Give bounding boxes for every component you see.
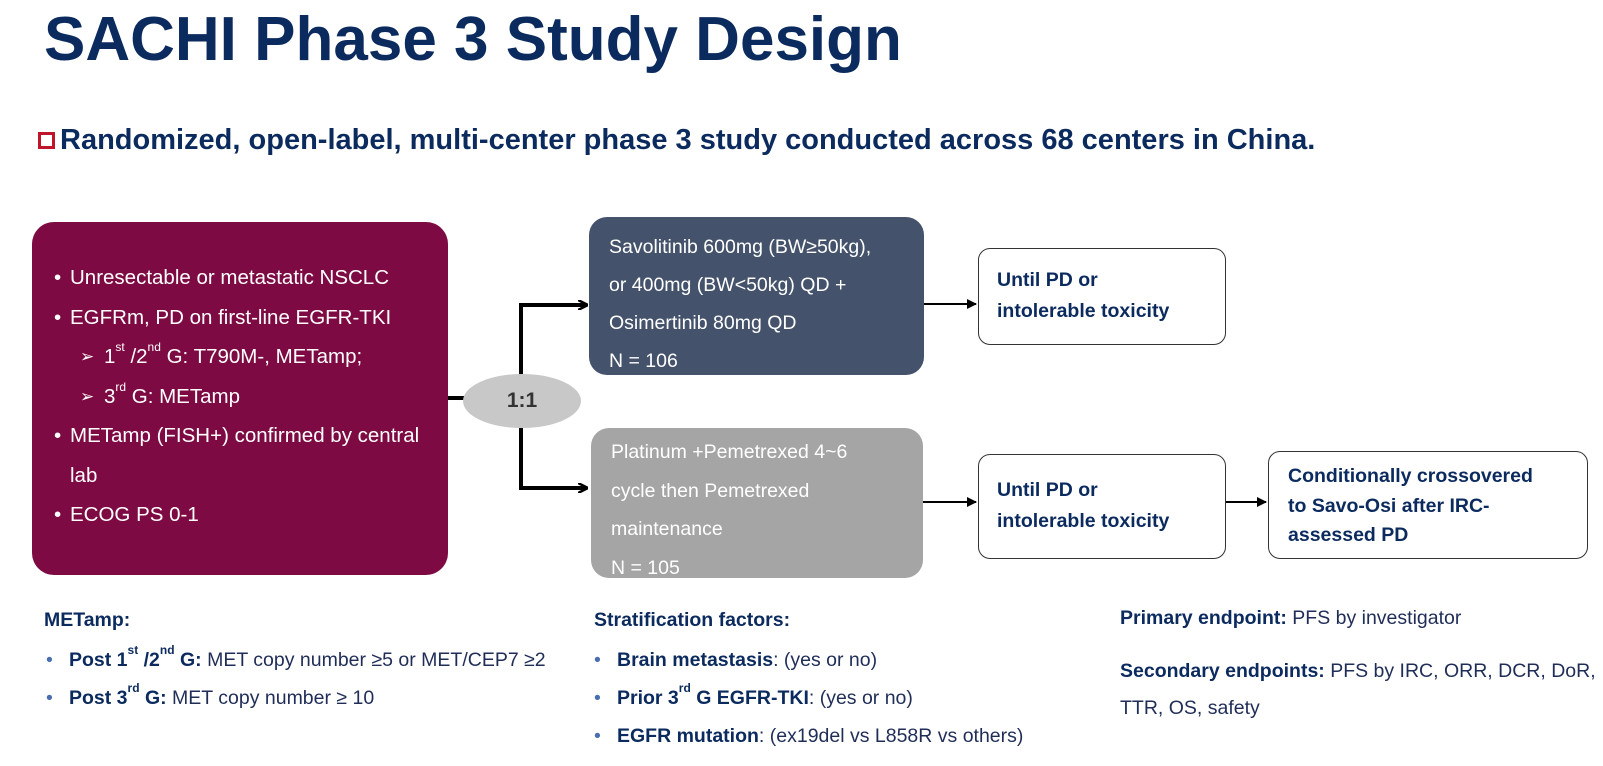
arrow-to-arm1 [519,305,587,375]
list-item: Prior 3rd G EGFR-TKI: (yes or no) [594,679,1114,717]
eligibility-criteria-box: Unresectable or metastatic NSCLC EGFRm, … [32,222,448,575]
endpoints: Primary endpoint: PFS by investigator Se… [1120,600,1600,727]
note-line: to Savo-Osi after IRC- [1288,494,1490,517]
arm2-line: Platinum +Pemetrexed 4~6 [611,441,848,463]
list-item: Post 3rd G: MET copy number ≥ 10 [46,679,546,717]
note-line: Conditionally crossovered [1288,465,1533,487]
arm1-line: Savolitinib 600mg (BW≥50kg), [609,236,872,258]
note-line: assessed PD [1288,524,1409,546]
arm1-n: N = 106 [609,350,678,372]
primary-endpoint: Primary endpoint: PFS by investigator [1120,607,1462,629]
criteria-item: METamp (FISH+) confirmed by central lab [54,416,430,495]
note-line: intolerable toxicity [997,510,1170,532]
note-line: intolerable toxicity [997,300,1170,322]
secondary-endpoints: Secondary endpoints: PFS by IRC, ORR, DC… [1120,660,1596,719]
criteria-subitem: 3rd G: METamp [54,377,430,417]
arm-savolitinib-osimertinib: Savolitinib 600mg (BW≥50kg), or 400mg (B… [589,217,924,375]
arrow-to-arm2 [519,428,587,488]
arm1-line: Osimertinib 80mg QD [609,312,797,334]
note-line: Until PD or [997,479,1098,501]
checkbox-square-icon [38,132,55,149]
metamp-list: Post 1st /2nd G: MET copy number ≥5 or M… [46,641,546,717]
arm1-line: or 400mg (BW<50kg) QD + [609,274,847,296]
stratification-list: Brain metastasis: (yes or no) Prior 3rd … [594,641,1114,755]
metamp-header: METamp: [44,609,131,631]
subtitle-text: Randomized, open-label, multi-center pha… [60,124,1316,156]
stratification-header: Stratification factors: [594,609,791,631]
note-line: Until PD or [997,269,1098,291]
crossover-box: Conditionally crossovered to Savo-Osi af… [1268,451,1588,559]
criteria-subitem: 1st /2nd G: T790M-, METamp; [54,337,430,377]
subtitle: Randomized, open-label, multi-center pha… [38,124,1315,157]
page-title: SACHI Phase 3 Study Design [44,5,902,74]
arm2-line: maintenance [611,518,723,540]
randomization-ratio: 1:1 [463,374,581,428]
arm1-duration-box: Until PD or intolerable toxicity [978,248,1226,345]
list-item: Post 1st /2nd G: MET copy number ≥5 or M… [46,641,546,679]
criteria-item: EGFRm, PD on first-line EGFR-TKI [54,298,430,338]
arm-chemotherapy: Platinum +Pemetrexed 4~6 cycle then Peme… [591,428,923,579]
arm2-n: N = 105 [611,556,680,579]
arm2-duration-box: Until PD or intolerable toxicity [978,454,1226,559]
list-item: EGFR mutation: (ex19del vs L858R vs othe… [594,717,1114,755]
arm2-line: cycle then Pemetrexed [611,479,810,502]
criteria-item: ECOG PS 0-1 [54,495,430,535]
criteria-item: Unresectable or metastatic NSCLC [54,258,430,298]
list-item: Brain metastasis: (yes or no) [594,641,1114,679]
